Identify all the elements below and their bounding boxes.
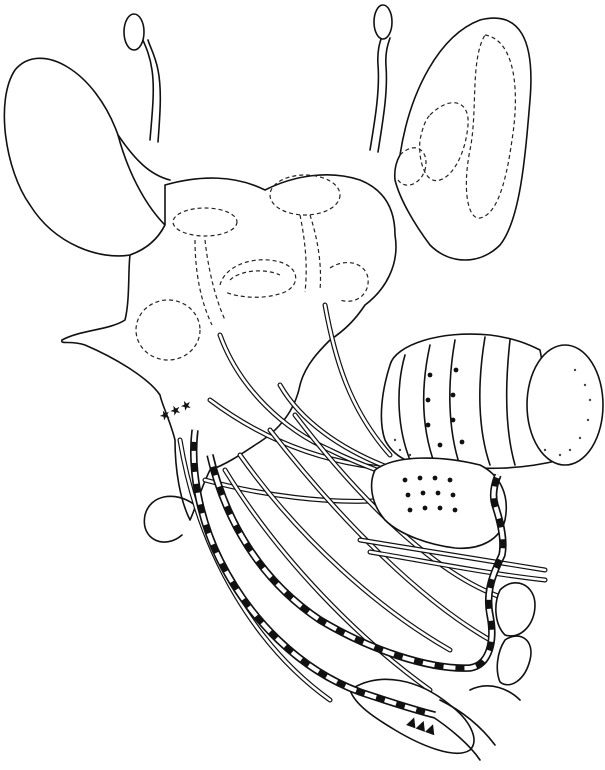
left-stalk-knob <box>124 14 144 50</box>
right-stalk-knob <box>374 5 392 39</box>
right-ganglion-1 <box>496 583 535 636</box>
left-stalk <box>142 38 153 140</box>
left-stalk-2 <box>148 40 160 142</box>
organ-lower <box>372 458 507 548</box>
right-ganglion-2 <box>497 636 531 685</box>
right-stalk-2 <box>378 38 390 152</box>
organ-cylinder <box>381 334 603 468</box>
left-lobe <box>4 58 165 256</box>
right-lobe <box>395 18 531 260</box>
